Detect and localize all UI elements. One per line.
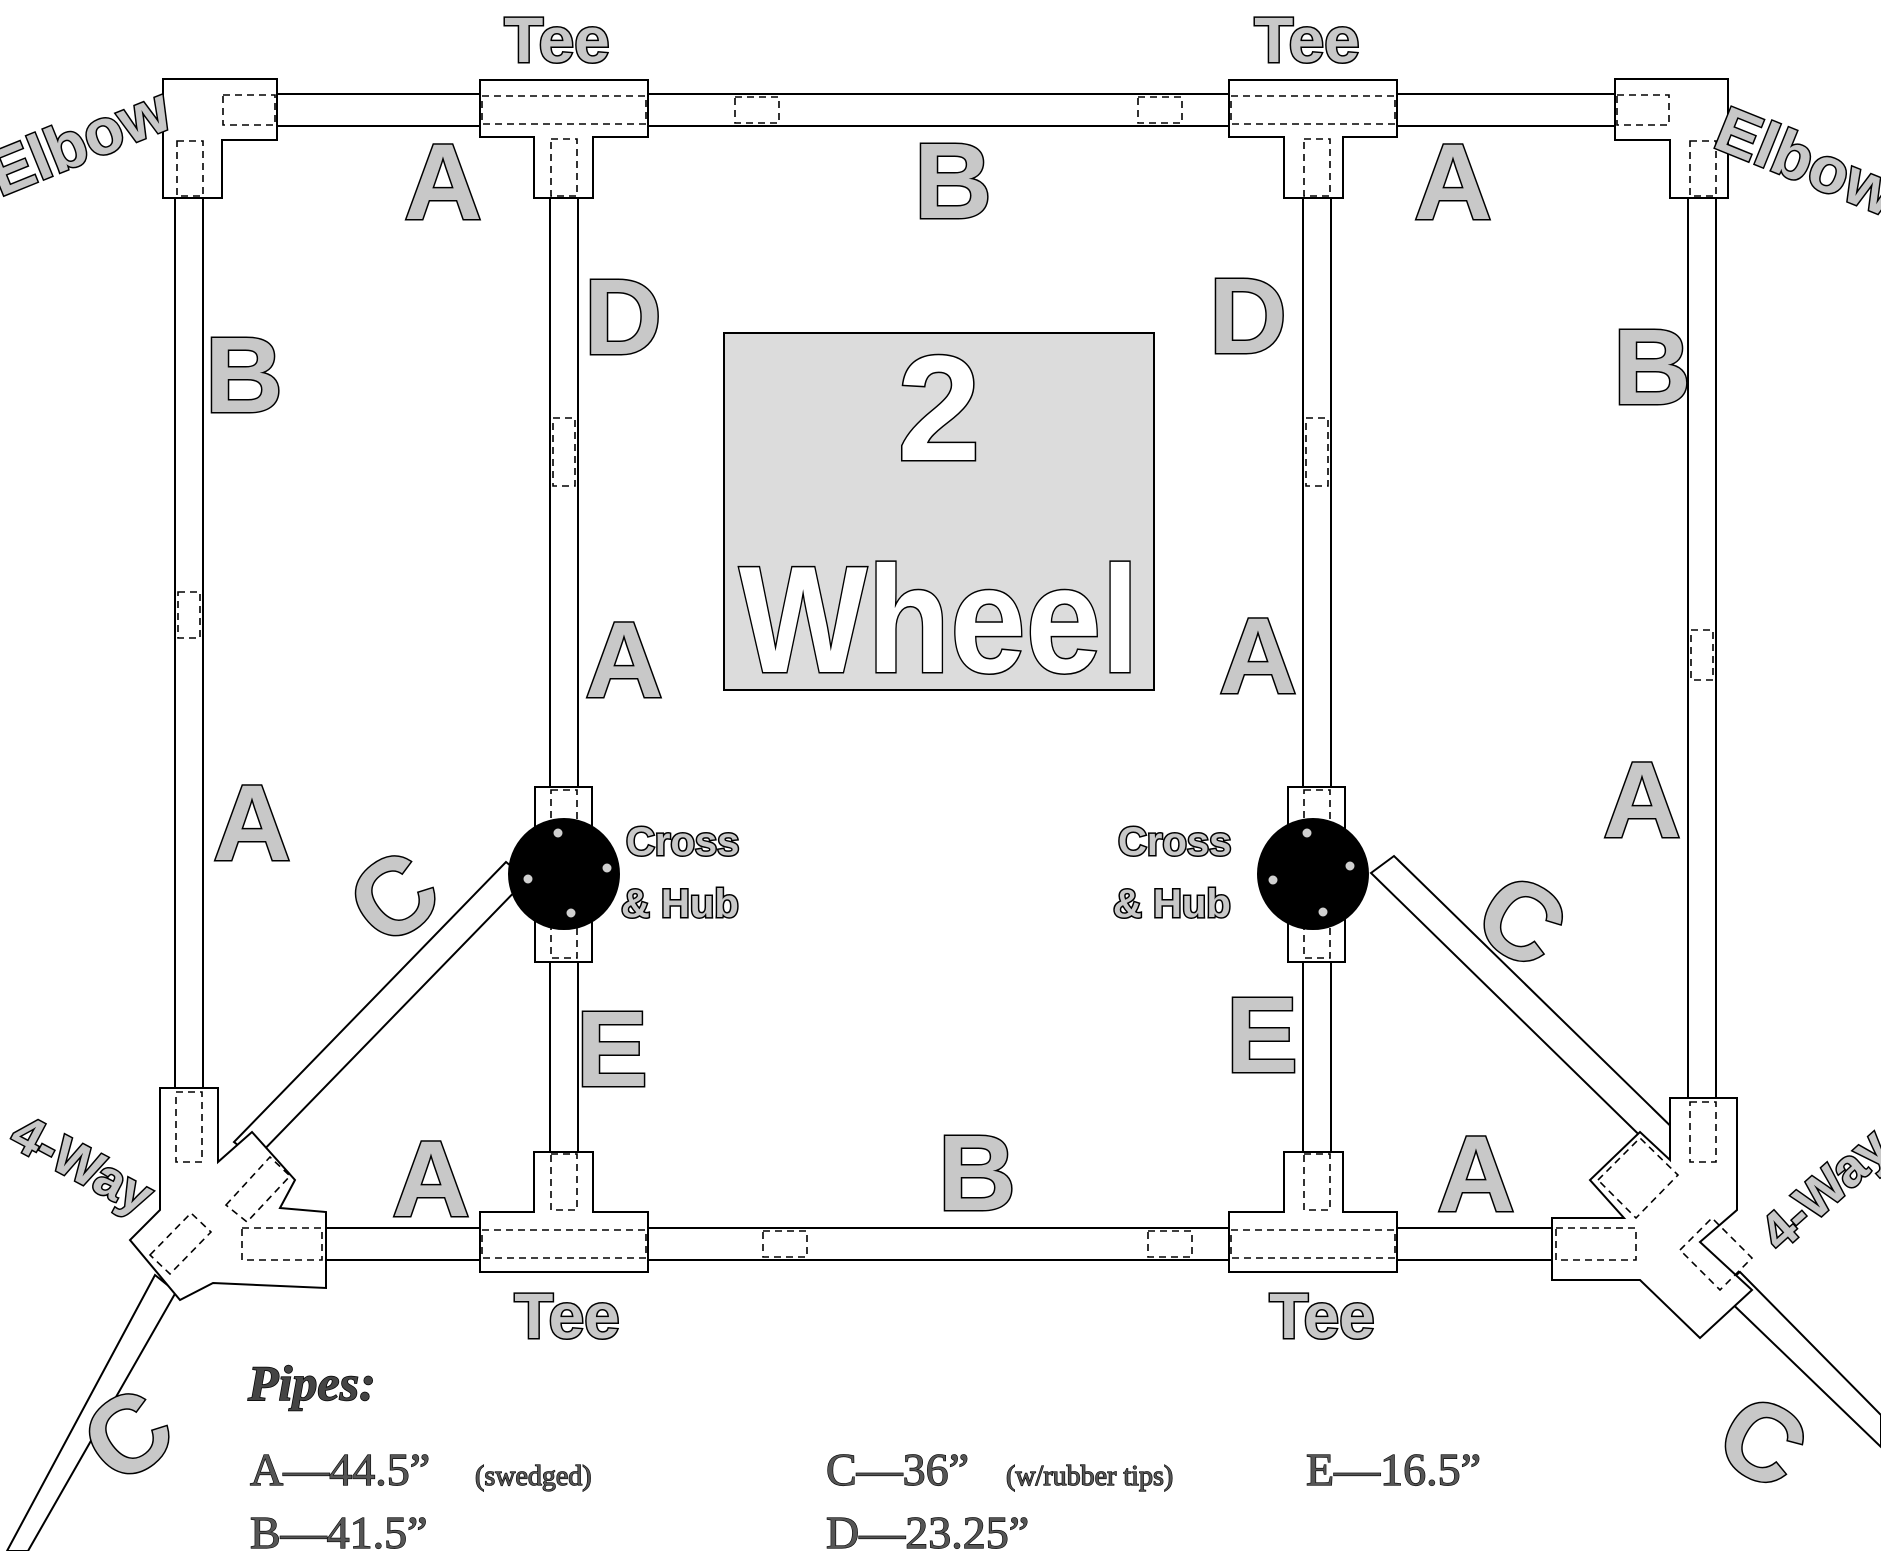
label-elbow-left: Elbow xyxy=(0,72,180,209)
label-tee-top-right: Tee xyxy=(1254,4,1360,76)
hub-right-bolt xyxy=(1344,860,1356,872)
coupler-bottom-left xyxy=(762,1230,808,1258)
pipe-bottom-left-a xyxy=(319,1227,483,1261)
label-pipe-a-inner-right: A xyxy=(1219,595,1297,716)
legend-item-a-note: (swedged) xyxy=(475,1461,592,1492)
coupler-top-left xyxy=(734,96,780,124)
label-pipe-a-bottom-left: A xyxy=(392,1118,470,1239)
legend-item-e: E—16.5” xyxy=(1306,1444,1481,1495)
center-number: 2 xyxy=(897,324,980,492)
elbow-top-left xyxy=(162,78,278,199)
hub-right-bolt xyxy=(1267,874,1279,886)
hub-left-bolt xyxy=(552,827,564,839)
pipe-top-b xyxy=(644,93,1231,127)
label-pipe-a-left: A xyxy=(213,762,291,883)
pipe-right-outer xyxy=(1687,197,1717,1169)
center-box xyxy=(723,332,1155,691)
pipe-inner-right-lower xyxy=(1302,959,1332,1156)
four-way-left xyxy=(128,1087,327,1302)
elbow-top-left-socket-h xyxy=(222,94,276,126)
tee-top-right xyxy=(1228,79,1398,199)
label-pipe-e-right: E xyxy=(1226,974,1298,1095)
hub-right xyxy=(1257,818,1369,930)
cross-left-socket-top xyxy=(550,789,578,833)
pipe-inner-left-upper xyxy=(549,197,579,789)
label-cross-left: Cross xyxy=(626,820,739,864)
label-pipe-b-bottom: B xyxy=(938,1112,1016,1233)
elbow-top-left-socket-v xyxy=(176,140,204,197)
coupler-inner-left xyxy=(552,417,576,487)
four-way-right-socket-left xyxy=(1555,1227,1637,1261)
pipe-inner-right-upper xyxy=(1302,197,1332,789)
label-elbow-right: Elbow xyxy=(1706,92,1881,229)
pipe-left-outer xyxy=(174,197,204,1089)
elbow-top-right-socket-h xyxy=(1616,94,1670,126)
tee-bottom-left-socket-v xyxy=(550,1153,578,1211)
tee-bottom-right xyxy=(1228,1151,1398,1273)
pipe-bottom-right-a xyxy=(1394,1227,1556,1261)
tee-bottom-right-socket-v xyxy=(1303,1153,1331,1211)
label-pipe-b-right: B xyxy=(1613,306,1691,427)
label-pipe-a-top-right: A xyxy=(1414,121,1492,242)
cross-right-socket-top xyxy=(1303,789,1331,833)
four-way-right-socket-top xyxy=(1689,1101,1717,1163)
label-pipe-b-top: B xyxy=(914,120,992,241)
elbow-top-right-socket-v xyxy=(1689,140,1717,197)
tee-top-left-socket-v xyxy=(550,138,578,197)
pipe-top-right-a xyxy=(1394,93,1616,127)
label-pipe-c-lower-right: C xyxy=(1699,1369,1827,1513)
center-word: Wheel xyxy=(739,535,1139,705)
pipe-inner-left-lower xyxy=(549,959,579,1156)
four-way-left-socket-diag-down xyxy=(148,1211,213,1276)
label-pipe-a-inner-left: A xyxy=(585,599,663,720)
coupler-top-right xyxy=(1137,96,1183,124)
label-hub-left: & Hub xyxy=(621,882,739,926)
coupler-bottom-right xyxy=(1147,1230,1193,1258)
label-four-way-left: 4-Way xyxy=(2,1104,163,1226)
label-pipe-a-bottom-right: A xyxy=(1437,1113,1515,1234)
tee-top-right-socket-v xyxy=(1303,138,1331,197)
four-way-right-socket-diag-up xyxy=(1596,1136,1680,1220)
hub-left-bolt xyxy=(522,873,534,885)
label-cross-right: Cross xyxy=(1118,820,1231,864)
label-pipe-d-left: D xyxy=(584,256,662,377)
legend-item-c: C—36” xyxy=(826,1444,969,1495)
legend-item-a: A—44.5” xyxy=(250,1444,430,1495)
elbow-top-right xyxy=(1614,78,1729,199)
hub-left-bolt xyxy=(565,907,577,919)
label-tee-bottom-right: Tee xyxy=(1269,1280,1375,1352)
label-tee-top-left: Tee xyxy=(504,4,610,76)
label-pipe-d-right: D xyxy=(1209,255,1287,376)
label-hub-right: & Hub xyxy=(1113,882,1231,926)
label-pipe-b-left: B xyxy=(205,314,283,435)
label-four-way-right: 4-Way xyxy=(1749,1118,1881,1262)
label-pipe-a-right: A xyxy=(1603,739,1681,860)
hub-left xyxy=(508,818,620,930)
hub-left-bolt xyxy=(601,862,613,874)
label-pipe-e-left: E xyxy=(576,988,648,1109)
label-tee-bottom-left: Tee xyxy=(514,1280,620,1352)
hub-right-bolt xyxy=(1317,906,1329,918)
four-way-left-socket-right xyxy=(241,1227,323,1261)
four-way-right-socket-diag-down xyxy=(1678,1216,1754,1292)
four-way-right xyxy=(1551,1097,1754,1340)
legend-item-b: B—41.5” xyxy=(250,1507,428,1551)
label-pipe-a-top-left: A xyxy=(404,121,482,242)
legend-title: Pipes: xyxy=(247,1355,376,1411)
label-pipe-c-lower-left: C xyxy=(60,1363,196,1506)
tee-bottom-left xyxy=(479,1151,649,1273)
legend-item-d: D—23.25” xyxy=(826,1507,1029,1551)
legend-item-c-note: (w/rubber tips) xyxy=(1006,1461,1173,1492)
coupler-inner-right xyxy=(1305,417,1329,487)
coupler-left-outer xyxy=(177,591,201,639)
hub-right-bolt xyxy=(1301,827,1313,839)
four-way-left-socket-top xyxy=(175,1091,203,1163)
